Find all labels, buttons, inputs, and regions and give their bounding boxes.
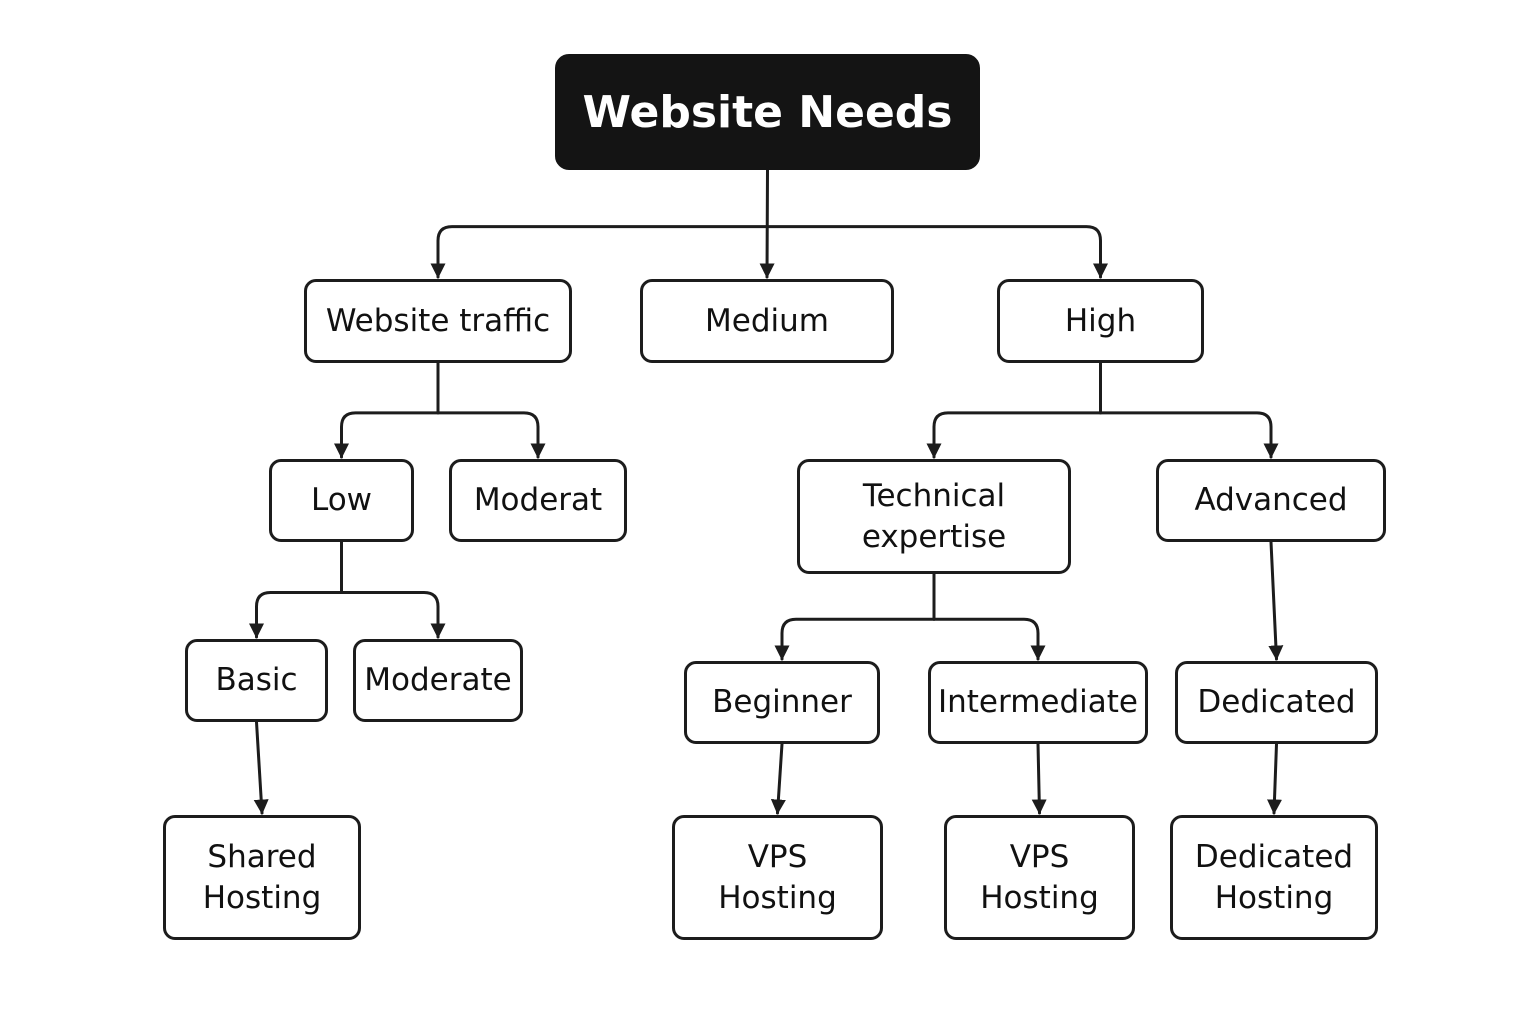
connector-arrow: [770, 742, 786, 815]
connector-arrow: [334, 411, 440, 459]
connector-arrow: [774, 617, 936, 661]
node-label-line: High: [1064, 302, 1137, 339]
connector-arrow: [430, 225, 769, 279]
node-label-line: Hosting: [718, 879, 837, 916]
connector-arrow: [932, 617, 1046, 661]
node-moderate: Moderate: [353, 639, 523, 722]
node-medium: Medium: [640, 279, 894, 363]
node-low: Low: [269, 459, 414, 542]
node-label-line: Basic: [215, 662, 298, 698]
node-website-needs: Website Needs: [555, 54, 980, 170]
node-label-line: Dedicated: [1194, 838, 1354, 875]
connector-arrow: [340, 590, 446, 639]
node-website-traffic: Website traffic: [304, 279, 572, 363]
node-intermediate: Intermediate: [928, 661, 1148, 744]
node-label-line: Shared: [207, 838, 317, 875]
node-label-line: VPS: [1009, 838, 1070, 875]
connector-arrow: [759, 168, 775, 279]
node-vps-hosting-beginner: VPS Hosting: [672, 815, 883, 940]
connector-arrow: [766, 225, 1108, 279]
connector-arrow: [1268, 540, 1284, 661]
connector-arrow: [253, 720, 269, 815]
connector-arrow: [1031, 742, 1047, 815]
node-label-line: expertise: [861, 518, 1007, 555]
connector-arrow: [1099, 411, 1279, 459]
node-vps-hosting-intermediate: VPS Hosting: [944, 815, 1135, 940]
node-label-line: Hosting: [202, 879, 322, 916]
node-moderat: Moderat: [449, 459, 627, 542]
node-shared-hosting: Shared Hosting: [163, 815, 361, 940]
node-label-line: Moderat: [473, 482, 603, 518]
node-basic: Basic: [185, 639, 328, 722]
connector-arrow: [1266, 742, 1282, 815]
node-label-line: VPS: [747, 838, 808, 875]
node-beginner: Beginner: [684, 661, 880, 744]
connector-arrow: [926, 411, 1102, 459]
node-label-line: Dedicated: [1197, 684, 1356, 720]
node-dedicated: Dedicated: [1175, 661, 1378, 744]
node-label-line: Medium: [705, 302, 829, 339]
node-label-line: Low: [310, 482, 373, 518]
node-advanced: Advanced: [1156, 459, 1386, 542]
connector-arrow: [436, 411, 546, 459]
node-label-line: Beginner: [712, 684, 852, 720]
node-label-line: Intermediate: [937, 684, 1138, 720]
node-label-line: Website Needs: [582, 86, 953, 138]
node-label-line: Hosting: [980, 879, 1099, 916]
node-label-line: Advanced: [1194, 482, 1348, 518]
node-high: High: [997, 279, 1204, 363]
connector-arrow: [249, 590, 343, 639]
node-label-line: Technical: [862, 477, 1006, 514]
node-label-line: Website traffic: [325, 302, 551, 339]
node-dedicated-hosting: Dedicated Hosting: [1170, 815, 1378, 940]
node-label-line: Hosting: [1214, 879, 1334, 916]
node-label-line: Moderate: [364, 662, 512, 698]
node-technical-expertise: Technical expertise: [797, 459, 1071, 574]
